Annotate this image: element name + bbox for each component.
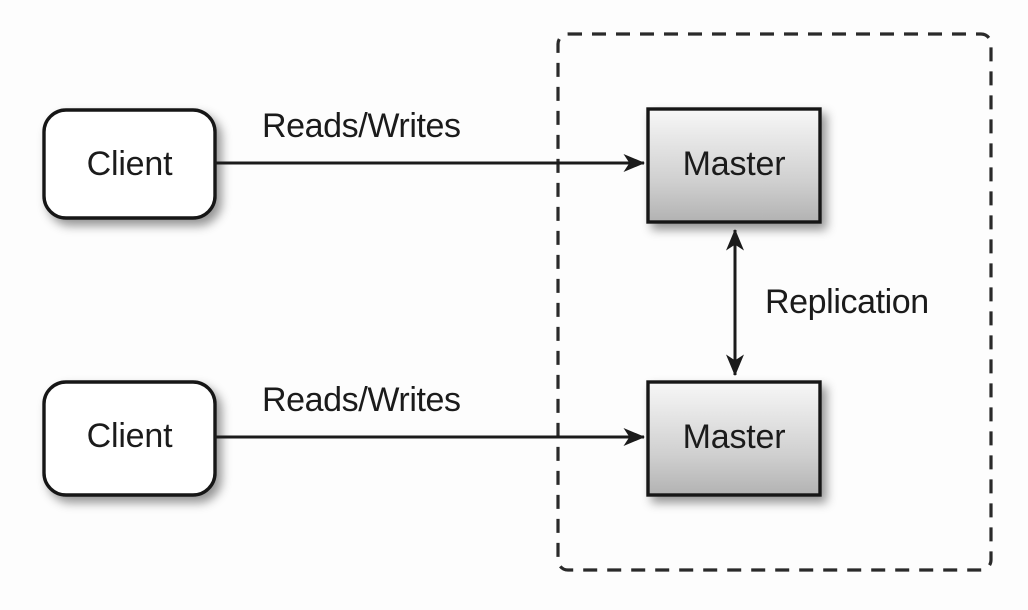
node-master-1[interactable]: Master: [646, 107, 822, 224]
master-1-label: Master: [683, 145, 786, 183]
node-client-1[interactable]: Client: [42, 108, 217, 220]
edge-client1-master1: Reads/Writes: [215, 107, 646, 172]
client-2-label: Client: [87, 417, 173, 455]
node-master-2[interactable]: Master: [646, 380, 822, 497]
node-client-2[interactable]: Client: [42, 380, 217, 497]
master-1-shape: [646, 107, 822, 224]
edge-client2-master2: Reads/Writes: [215, 381, 646, 446]
edge-client1-master1-label: Reads/Writes: [262, 107, 461, 145]
edge-client2-master2-label: Reads/Writes: [262, 381, 461, 419]
edge-replication-label: Replication: [765, 283, 929, 321]
client-1-label: Client: [87, 145, 173, 183]
master-2-label: Master: [683, 418, 786, 456]
master-2-shape: [646, 380, 822, 497]
edge-master1-master2: Replication: [726, 228, 929, 377]
